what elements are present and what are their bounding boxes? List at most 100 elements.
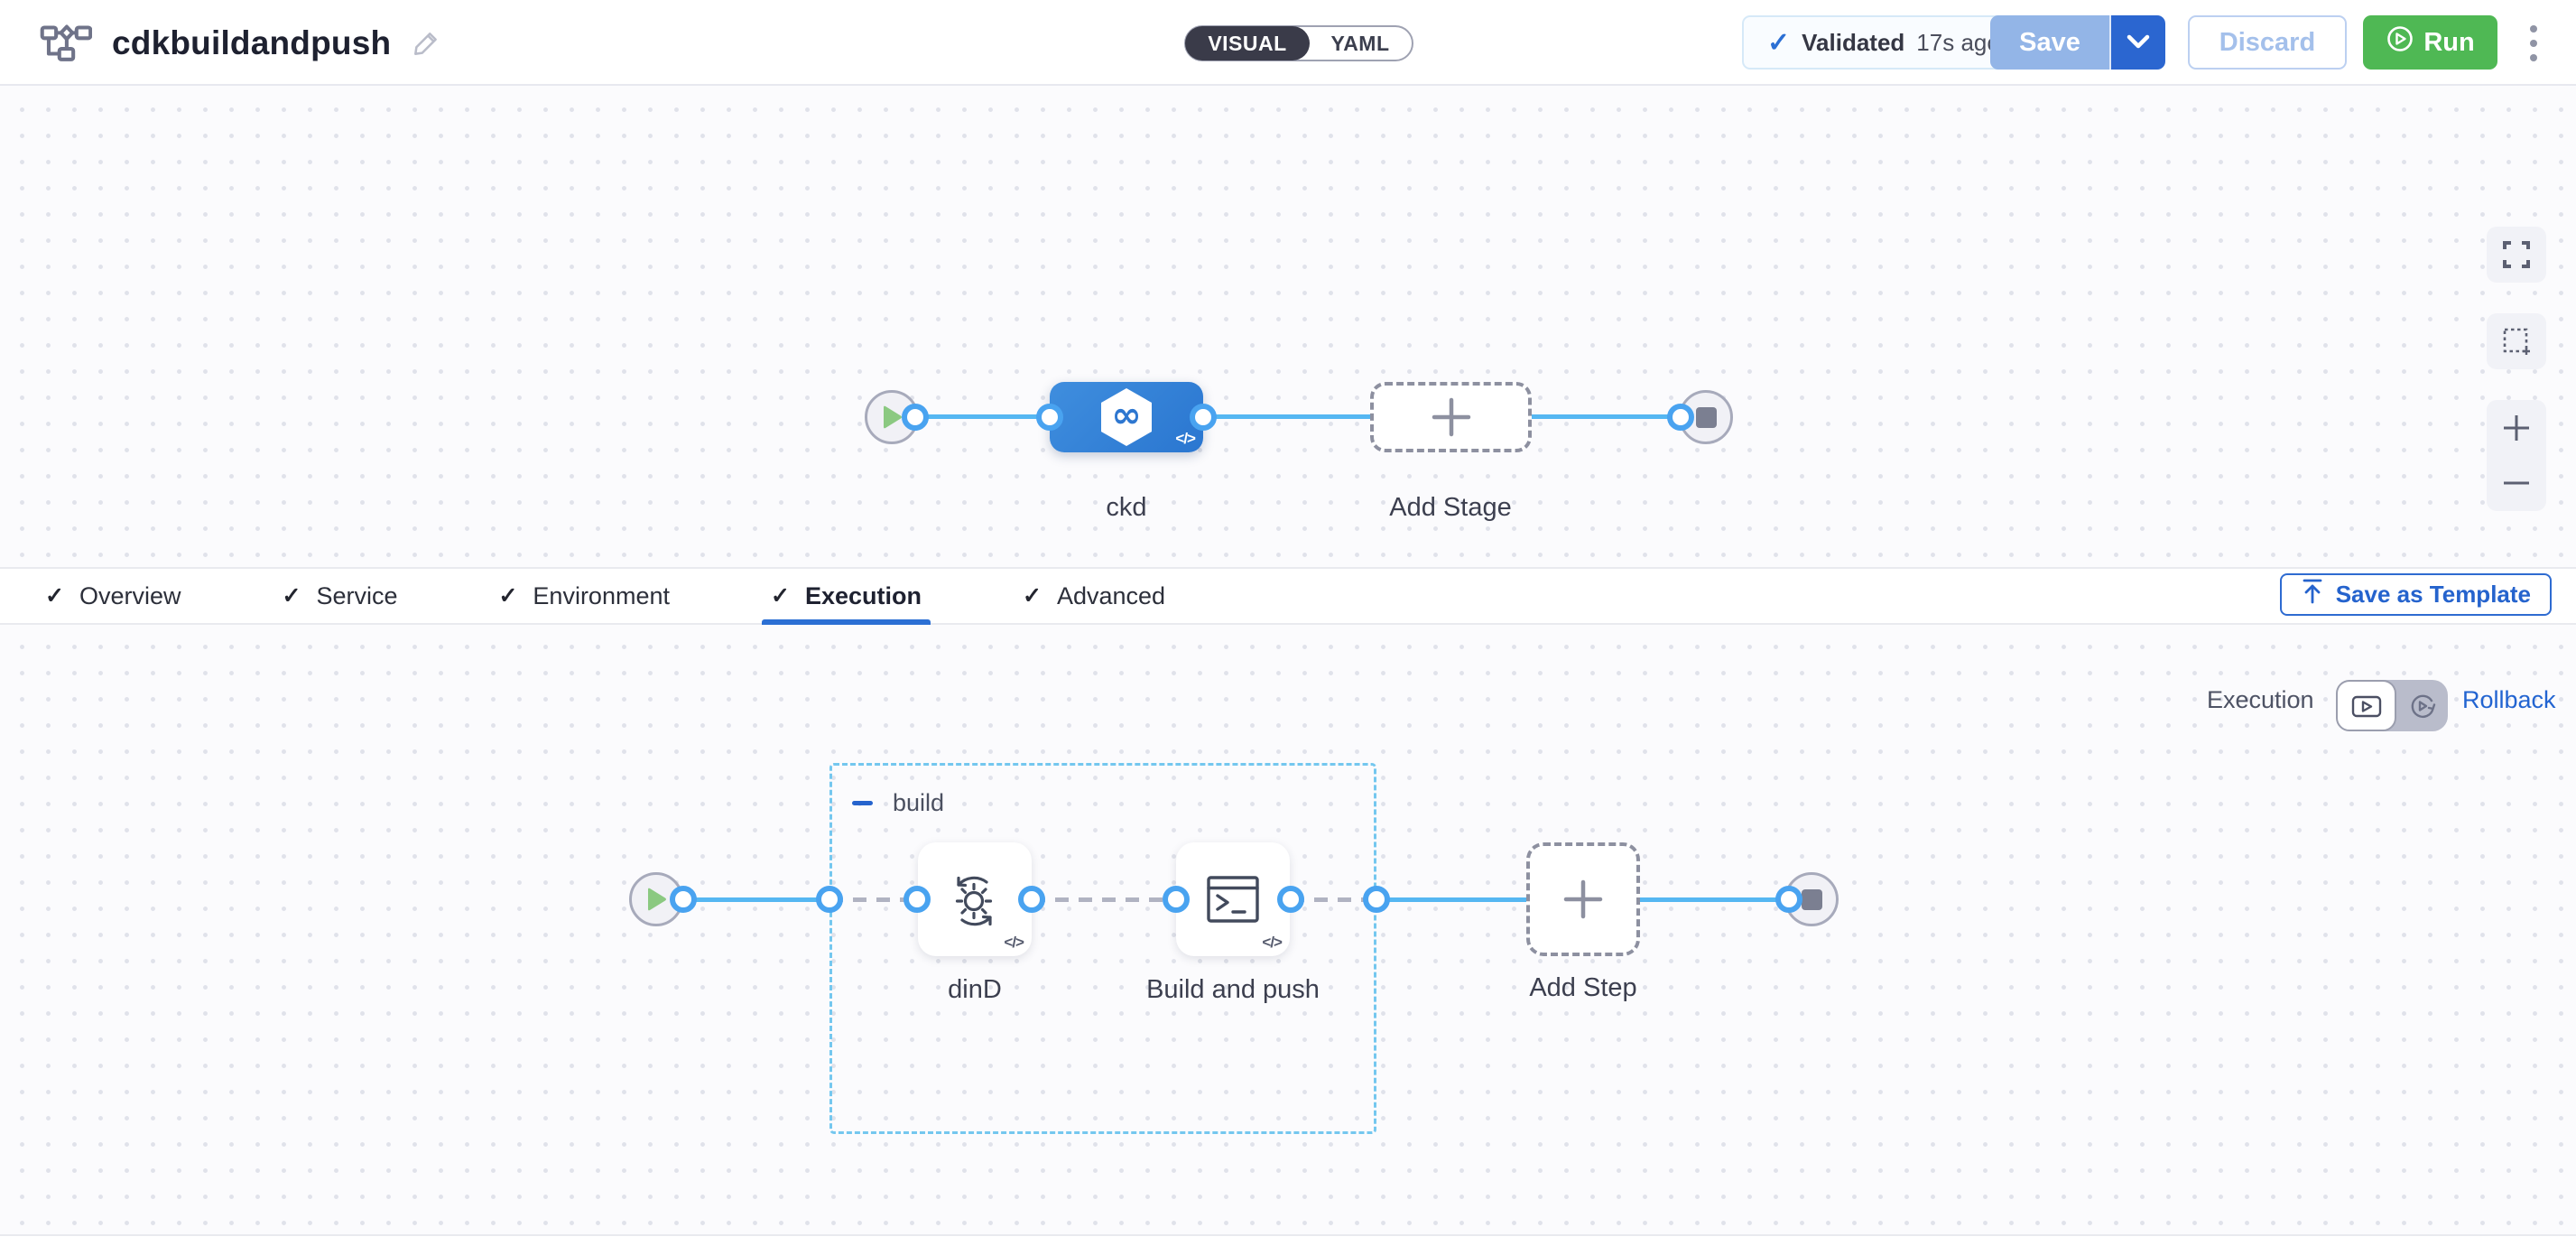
rollback-link[interactable]: Rollback <box>2462 686 2556 713</box>
discard-button[interactable]: Discard <box>2188 15 2347 70</box>
step-group-header: build <box>852 789 944 817</box>
validated-time: 17s ago <box>1916 28 2000 56</box>
step-name-label: Build and push <box>1146 975 1320 1004</box>
edit-title-icon[interactable] <box>411 28 441 59</box>
connection-port <box>1018 886 1045 913</box>
save-button[interactable]: Save <box>1990 15 2109 70</box>
tab-overview[interactable]: ✓ Overview <box>45 581 181 609</box>
code-badge: </> <box>1175 430 1196 447</box>
rollback-icon <box>2411 694 2435 718</box>
run-label: Run <box>2423 27 2475 57</box>
check-icon: ✓ <box>1767 27 1791 58</box>
step-group-build[interactable]: build <box>829 763 1376 1134</box>
connection-port <box>1163 886 1190 913</box>
connector-line <box>922 414 1052 419</box>
connector-line-dashed <box>1291 897 1376 902</box>
stop-icon <box>1801 888 1822 910</box>
stage-name-label: ckd <box>1106 493 1147 522</box>
play-icon <box>884 405 902 429</box>
save-as-template-button[interactable]: Save as Template <box>2279 573 2552 616</box>
connection-port <box>1277 886 1304 913</box>
save-as-template-label: Save as Template <box>2335 581 2531 608</box>
connection-port <box>1036 404 1063 431</box>
add-stage-button[interactable] <box>1370 382 1532 452</box>
header-bar: cdkbuildandpush VISUAL YAML ✓ Validated … <box>0 0 2576 86</box>
add-step-label: Add Step <box>1529 973 1637 1002</box>
play-rect-icon <box>2351 695 2381 717</box>
service-dependency-icon <box>955 876 993 926</box>
pipeline-canvas[interactable]: ∞ </> ckd Add Stage <box>0 88 2576 567</box>
check-icon: ✓ <box>282 583 301 609</box>
select-region-button[interactable] <box>2487 313 2546 369</box>
connector-line <box>1203 414 1370 419</box>
plus-icon <box>1563 879 1603 919</box>
run-button[interactable]: Run <box>2363 15 2497 70</box>
collapse-group-icon[interactable] <box>852 801 873 805</box>
connection-port <box>1775 886 1802 913</box>
add-stage-label: Add Stage <box>1389 493 1512 522</box>
svg-text:∞: ∞ <box>1111 395 1141 436</box>
stage-tabbar: ✓ Overview ✓ Service ✓ Environment ✓ Exe… <box>0 567 2576 625</box>
tab-service[interactable]: ✓ Service <box>282 581 398 609</box>
connection-port <box>670 886 697 913</box>
save-dropdown-button[interactable] <box>2109 15 2165 70</box>
zoom-out-button[interactable] <box>2487 456 2546 512</box>
validated-badge[interactable]: ✓ Validated 17s ago <box>1742 15 2025 70</box>
execution-mode-label: Execution <box>2207 686 2314 713</box>
check-icon: ✓ <box>771 583 790 609</box>
connector-line-dashed <box>829 897 917 902</box>
execution-mode-button[interactable] <box>2336 680 2396 731</box>
title-group: cdkbuildandpush <box>40 0 441 86</box>
connector-line <box>1638 897 1791 902</box>
add-step-button[interactable] <box>1526 842 1640 956</box>
validated-label: Validated <box>1802 28 1905 56</box>
connection-port <box>1667 404 1694 431</box>
connector-line <box>1376 897 1526 902</box>
play-circle-icon <box>2386 24 2414 60</box>
step-name-label: dinD <box>948 975 1002 1004</box>
code-badge: </> <box>1004 934 1024 951</box>
page-title: cdkbuildandpush <box>112 23 392 61</box>
rollback-mode-button[interactable] <box>2396 680 2448 731</box>
stop-icon <box>1695 406 1717 428</box>
zoom-controls <box>2487 400 2546 511</box>
plus-icon <box>1432 397 1470 437</box>
plus-icon <box>2504 414 2529 441</box>
connector-line <box>686 897 829 902</box>
connection-port <box>903 886 931 913</box>
connection-port <box>1363 886 1390 913</box>
stage-node-ckd[interactable]: ∞ </> <box>1050 382 1203 452</box>
connection-port <box>902 404 929 431</box>
step-card-dind[interactable]: </> <box>918 842 1032 956</box>
connection-port <box>816 886 843 913</box>
check-icon: ✓ <box>1022 583 1042 609</box>
chevron-down-icon <box>2127 33 2150 52</box>
zoom-in-button[interactable] <box>2487 400 2546 456</box>
connector-line <box>1532 414 1684 419</box>
execution-canvas[interactable]: Execution Rollback build <box>0 625 2576 1234</box>
upload-icon <box>2301 578 2324 611</box>
minus-icon <box>2504 481 2529 485</box>
visual-yaml-toggle: VISUAL YAML <box>1184 25 1413 61</box>
more-options-button[interactable] <box>2516 20 2552 67</box>
tab-advanced[interactable]: ✓ Advanced <box>1022 581 1166 609</box>
pipeline-icon <box>40 17 93 69</box>
connection-port <box>1190 404 1217 431</box>
check-icon: ✓ <box>45 583 64 609</box>
fullscreen-button[interactable] <box>2487 227 2546 283</box>
terminal-icon <box>1207 876 1259 923</box>
canvas-bottom-strip <box>0 1234 2576 1246</box>
tab-execution[interactable]: ✓ Execution <box>762 569 931 625</box>
tab-environment[interactable]: ✓ Environment <box>498 581 670 609</box>
fullscreen-icon <box>2503 241 2530 268</box>
marquee-select-icon <box>2503 328 2530 355</box>
save-split-button: Save <box>1990 15 2165 70</box>
code-badge: </> <box>1262 934 1283 951</box>
step-card-build-and-push[interactable]: </> <box>1176 842 1290 956</box>
toggle-yaml[interactable]: YAML <box>1330 31 1390 55</box>
connector-line-dashed <box>1032 897 1176 902</box>
execution-rollback-toggle <box>2336 680 2448 731</box>
toggle-visual[interactable]: VISUAL <box>1185 26 1310 60</box>
check-icon: ✓ <box>498 583 518 609</box>
